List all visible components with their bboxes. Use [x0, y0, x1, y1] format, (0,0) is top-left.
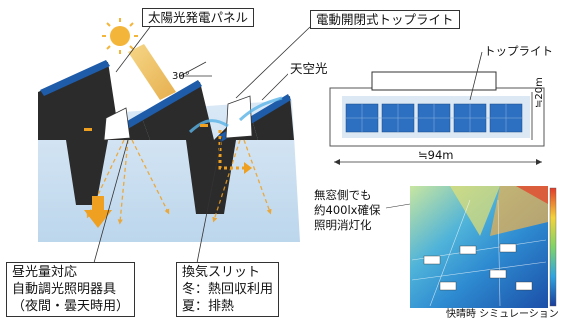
sun-ray — [128, 44, 176, 100]
simulation-note-line-2: 約400lx確保 — [314, 203, 381, 217]
simulation-heatmap — [385, 186, 557, 308]
dimming-line-2: 自動調光照明器具 — [12, 282, 117, 297]
light-arrow-large — [84, 196, 112, 228]
solar-panel-label: 太陽光発電パネル — [148, 10, 249, 25]
callout-top-light: 電動開閉式トップライト — [310, 10, 460, 29]
leader-lines — [91, 26, 311, 271]
plan-depth-label: ≒20m — [534, 77, 545, 108]
plan-width-label: ≒94m — [418, 148, 454, 162]
vent-line-1: 換気スリット — [182, 265, 261, 280]
dimming-line-1: 昼光量対応 — [12, 265, 78, 280]
sun-icon — [102, 18, 138, 54]
vent-line-2: 冬：熱回収利用 — [182, 282, 274, 297]
simulation-note-line-3: 照明消灯化 — [314, 218, 372, 232]
plan-diagram — [329, 51, 545, 165]
angle-label: 30° — [172, 71, 190, 82]
top-light-label: 電動開閉式トップライト — [316, 12, 454, 27]
orange-markers — [84, 124, 208, 131]
simulation-note-line-1: 無窓側でも — [314, 188, 372, 202]
duct-arrow — [218, 130, 244, 170]
plan-top-light-label: トップライト — [484, 44, 553, 58]
vent-line-3: 夏：排熱 — [182, 299, 235, 314]
sky-light-label: 天空光 — [288, 61, 330, 76]
simulation-caption: 快晴時 シミュレーション — [446, 309, 559, 320]
dimming-line-3: （夜間・曇天時用） — [12, 299, 130, 314]
angle-mark — [179, 61, 212, 77]
callout-auto-dimming: 昼光量対応 自動調光照明器具 （夜間・曇天時用） — [6, 262, 136, 317]
vent-flow — [188, 96, 283, 134]
callout-vent-slit: 換気スリット 冬：熱回収利用 夏：排熱 — [176, 262, 280, 317]
callout-solar-panel: 太陽光発電パネル — [142, 8, 255, 27]
simulation-note: 無窓側でも 約400lx確保 照明消灯化 — [314, 188, 380, 233]
duct-arrow-head — [244, 162, 252, 174]
